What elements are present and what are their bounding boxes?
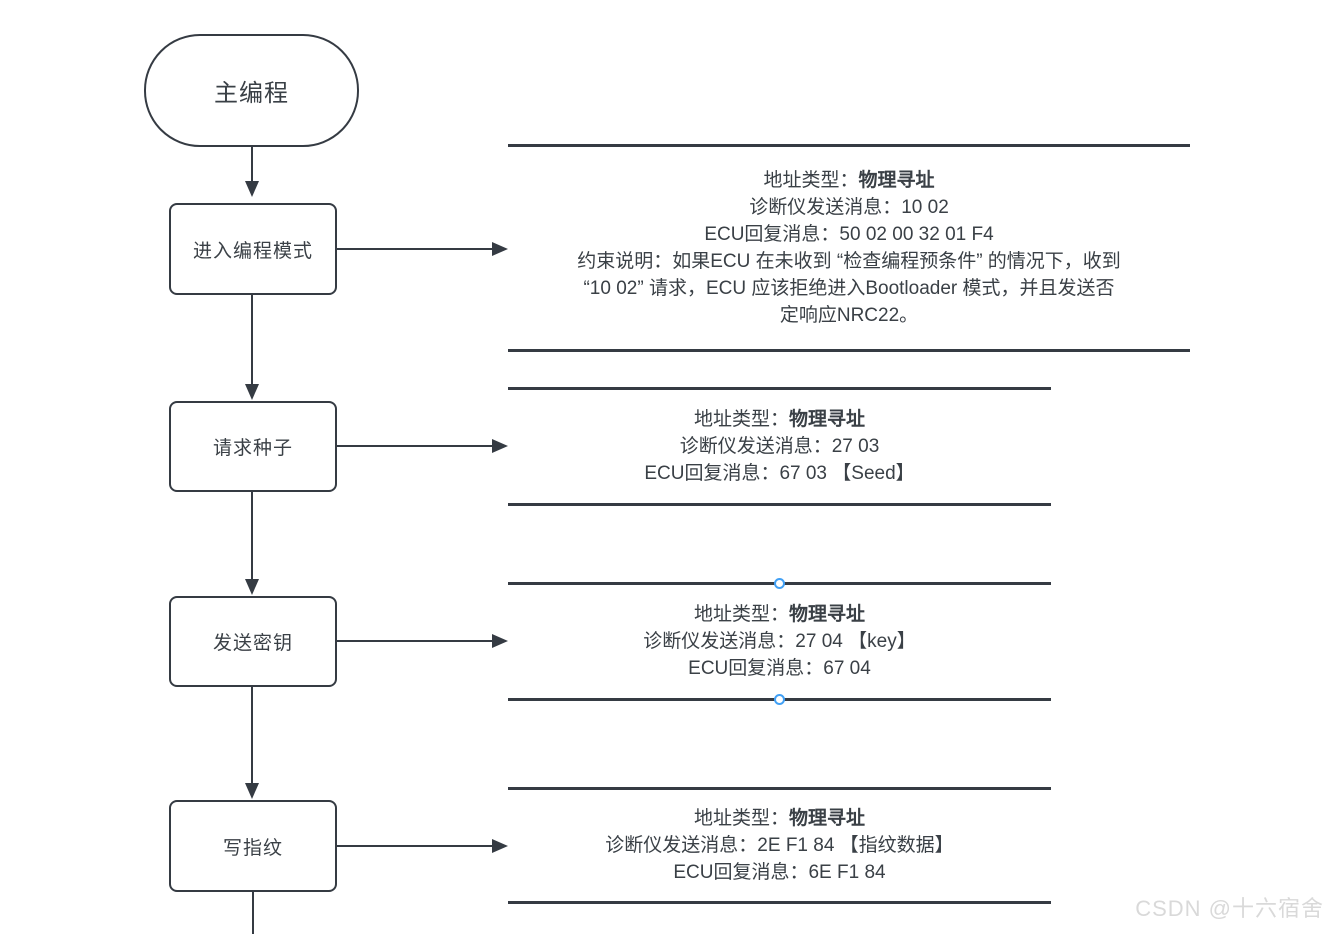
node-request-seed: 请求种子	[169, 401, 337, 492]
address-type-value: 物理寻址	[789, 808, 866, 829]
address-type-value: 物理寻址	[789, 409, 866, 430]
address-type-line: 地址类型：物理寻址	[508, 805, 1051, 832]
arrow-right-icon	[492, 839, 508, 853]
arrow-shaft	[251, 147, 253, 182]
arrow-shaft	[252, 892, 254, 934]
address-type-line: 地址类型：物理寻址	[508, 406, 1051, 433]
arrow-shaft	[251, 295, 253, 385]
address-type-label: 地址类型：	[693, 409, 789, 430]
csdn-watermark: CSDN @十六宿舍	[1135, 896, 1324, 921]
arrow-shaft	[337, 845, 493, 847]
arrow-shaft	[251, 687, 253, 784]
constraint-line: 约束说明：如果ECU 在未收到 “检查编程预条件” 的情况下，收到	[577, 251, 1121, 272]
arrow-right-icon	[492, 242, 508, 256]
arrow-down-icon	[245, 783, 259, 799]
endpoint-handle-icon	[774, 694, 785, 705]
tester-request-line: 诊断仪发送消息：10 02	[749, 197, 949, 218]
arrow-down-icon	[245, 181, 259, 197]
ecu-response-line: ECU回复消息：50 02 00 32 01 F4	[704, 224, 994, 245]
constraint-line: “10 02” 请求，ECU 应该拒绝进入Bootloader 模式，并且发送否	[583, 278, 1115, 299]
address-type-value: 物理寻址	[789, 604, 866, 625]
address-type-line: 地址类型：物理寻址	[508, 167, 1190, 194]
annotation-send-key: 地址类型：物理寻址 诊断仪发送消息：27 04 【key】 ECU回复消息：67…	[508, 578, 1051, 705]
address-type-line: 地址类型：物理寻址	[508, 601, 1051, 628]
node-enter-programming-mode: 进入编程模式	[169, 203, 337, 295]
address-type-value: 物理寻址	[858, 170, 935, 191]
constraint-line: 定响应NRC22。	[779, 305, 919, 326]
arrow-right-icon	[492, 439, 508, 453]
arrow-down-icon	[245, 384, 259, 400]
annotation-write-fingerprint: 地址类型：物理寻址 诊断仪发送消息：2E F1 84 【指纹数据】 ECU回复消…	[508, 787, 1051, 904]
node-send-key: 发送密钥	[169, 596, 337, 687]
node-label: 请求种子	[212, 438, 293, 459]
address-type-label: 地址类型：	[693, 604, 789, 625]
ecu-response-line: ECU回复消息：67 03 【Seed】	[644, 463, 915, 484]
annotation-enter-programming-mode: 地址类型：物理寻址 诊断仪发送消息：10 02 ECU回复消息：50 02 00…	[508, 144, 1190, 352]
arrow-shaft	[337, 640, 493, 642]
node-label: 主编程	[214, 80, 289, 107]
node-label: 发送密钥	[212, 633, 293, 654]
ecu-response-line: ECU回复消息：6E F1 84	[673, 862, 886, 883]
arrow-right-icon	[492, 634, 508, 648]
tester-request-line: 诊断仪发送消息：27 04 【key】	[643, 631, 916, 652]
annotation-request-seed: 地址类型：物理寻址 诊断仪发送消息：27 03 ECU回复消息：67 03 【S…	[508, 387, 1051, 506]
tester-request-line: 诊断仪发送消息：2E F1 84 【指纹数据】	[605, 835, 954, 856]
node-main-programming: 主编程	[144, 34, 359, 147]
node-write-fingerprint: 写指纹	[169, 800, 337, 892]
endpoint-handle-icon	[774, 578, 785, 589]
arrow-shaft	[337, 445, 493, 447]
ecu-response-line: ECU回复消息：67 04	[688, 658, 871, 679]
arrow-down-icon	[245, 579, 259, 595]
arrow-shaft	[251, 492, 253, 580]
address-type-label: 地址类型：	[763, 170, 859, 191]
node-label: 进入编程模式	[192, 240, 313, 262]
address-type-label: 地址类型：	[693, 808, 789, 829]
node-label: 写指纹	[222, 837, 283, 859]
tester-request-line: 诊断仪发送消息：27 03	[679, 436, 880, 457]
arrow-shaft	[337, 248, 493, 250]
